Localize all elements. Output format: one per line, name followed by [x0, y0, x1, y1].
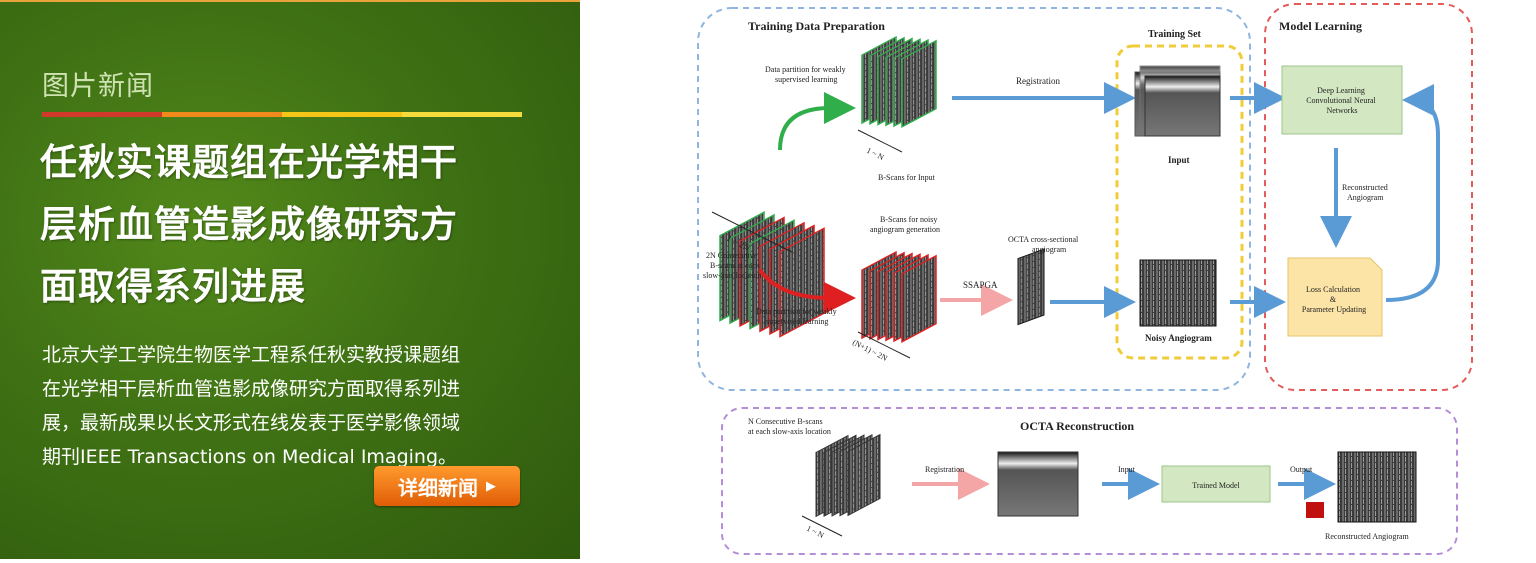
color-divider: [42, 112, 522, 117]
headline[interactable]: 任秋实课题组在光学相干 层析血管造影成像研究方 面取得系列进展: [40, 132, 540, 318]
headline-line[interactable]: 任秋实课题组在光学相干: [40, 141, 458, 184]
recon-bscan-stack: [815, 433, 881, 518]
summary-line: 北京大学工学院生物医学工程系任秋实教授课题组: [42, 344, 461, 366]
left-stack-desc: 2N Consecutive B-scans at each slow-axis…: [703, 251, 762, 280]
loss-box-line: Loss Calculation: [1306, 285, 1360, 294]
dl-box-line: Convolutional Neural: [1306, 96, 1376, 105]
reconstructed-angiogram-image: [1337, 451, 1417, 523]
training-set-region: [1115, 44, 1244, 360]
recon-title: OCTA Reconstruction: [1020, 419, 1134, 433]
left-stack-desc-line: 2N Consecutive: [706, 251, 758, 260]
partition-bottom: Data partition for weakly supervised lea…: [756, 307, 839, 326]
recon-registered-image: [997, 451, 1079, 517]
recon-region: [721, 407, 1458, 555]
ssapga-label: SSAPGA: [963, 280, 998, 290]
summary-line: 展，最新成果以长文形式在线发表于医学影像领域: [42, 412, 461, 434]
reconstructed-line: Angiogram: [1347, 193, 1384, 202]
recon-stack-desc-line: at each slow-axis location: [748, 427, 831, 436]
chevron-right-icon: ▶: [486, 478, 496, 494]
dl-box-text: Deep Learning Convolutional Neural Netwo…: [1306, 86, 1378, 115]
figure-panel[interactable]: Training Data Preparation Training Set M…: [580, 0, 1536, 559]
recon-registration-label: Registration: [925, 465, 964, 474]
partition-bottom-line: Data partition for weakly: [756, 307, 837, 316]
more-news-label: 详细新闻: [398, 475, 478, 500]
recon-stack-desc-line: N Consecutive B-scans: [748, 417, 823, 426]
partition-top-line: supervised learning: [775, 75, 837, 84]
color-divider-light-yellow: [402, 112, 522, 117]
trained-model-label: Trained Model: [1192, 481, 1240, 490]
bscans-noisy-line: B-Scans for noisy: [880, 215, 937, 224]
training-set-title: Training Set: [1148, 29, 1202, 40]
partition-top-line: Data partition for weakly: [765, 65, 846, 74]
loss-box-text: Loss Calculation & Parameter Updating: [1302, 285, 1366, 314]
red-arrow: [758, 268, 856, 314]
partition-top: Data partition for weakly supervised lea…: [765, 65, 848, 84]
summary-line: 期刊IEEE Transactions on Medical Imaging。: [42, 446, 458, 468]
output-label: Output: [1290, 465, 1313, 474]
training-prep-region: [697, 7, 1251, 391]
dl-box-line: Deep Learning: [1317, 86, 1365, 95]
section-label: 图片新闻: [42, 71, 154, 102]
bscans-noisy-label: B-Scans for noisy angiogram generation: [870, 215, 940, 234]
octa-cross-line: OCTA cross-sectional: [1008, 235, 1079, 244]
loss-box-line: &: [1330, 295, 1337, 304]
stack-bottom-axis: (N+1) ~ 2N: [851, 338, 889, 363]
bscan-stack-noisy: [861, 250, 937, 343]
headline-line[interactable]: 层析血管造影成像研究方: [40, 203, 458, 246]
bscans-noisy-line: angiogram generation: [870, 225, 940, 234]
reconstructed-line: Reconstructed: [1342, 183, 1388, 192]
reconstructed-label: Reconstructed Angiogram: [1342, 183, 1390, 202]
headline-line[interactable]: 面取得系列进展: [40, 265, 306, 308]
recon-angiogram-label: Reconstructed Angiogram: [1325, 532, 1410, 541]
more-news-button[interactable]: 详细新闻 ▶: [374, 466, 520, 506]
octa-cross-line: angiogram: [1032, 245, 1067, 254]
loss-box: [1287, 257, 1383, 337]
dl-box: [1281, 65, 1403, 135]
bscan-stack-all: [719, 211, 825, 338]
summary-line: 在光学相干层析血管造影成像研究方面取得系列进: [42, 378, 461, 400]
red-marker: [1306, 502, 1324, 518]
dl-box-line: Networks: [1326, 106, 1357, 115]
color-divider-yellow: [282, 112, 402, 117]
color-divider-red: [42, 112, 162, 117]
loss-box-line: Parameter Updating: [1302, 305, 1366, 314]
bscans-input-label: B-Scans for Input: [878, 173, 936, 182]
partition-bottom-line: supervised learning: [766, 317, 828, 326]
recon-stack-desc: N Consecutive B-scans at each slow-axis …: [748, 417, 831, 436]
color-divider-orange: [162, 112, 282, 117]
research-figure: Training Data Preparation Training Set M…: [697, 3, 1473, 555]
left-stack-desc-line: B-scans at each: [710, 261, 760, 270]
noisy-angiogram-label: Noisy Angiogram: [1145, 333, 1212, 343]
input-label: Input: [1168, 155, 1190, 165]
left-stack-desc-line: slow-axis location: [703, 271, 761, 280]
trained-model-box: [1161, 465, 1271, 503]
octa-cross-label: OCTA cross-sectional angiogram: [1008, 235, 1080, 254]
model-learning-title: Model Learning: [1279, 19, 1362, 33]
training-prep-title: Training Data Preparation: [748, 19, 885, 33]
recon-input-label: Input: [1118, 465, 1136, 474]
registration-label: Registration: [1016, 76, 1060, 86]
stack-top-axis: 1 ~ N: [865, 146, 885, 162]
noisy-angiogram-image: [1139, 259, 1217, 327]
feedback-arrow: [1385, 84, 1440, 302]
bscan-stack-input: [861, 35, 937, 128]
summary: 北京大学工学院生物医学工程系任秋实教授课题组 在光学相干层析血管造影成像研究方面…: [42, 338, 542, 474]
octa-cross-image: [1017, 248, 1045, 326]
model-learning-region: [1264, 3, 1473, 391]
news-panel: 图片新闻 任秋实课题组在光学相干 层析血管造影成像研究方 面取得系列进展 北京大…: [0, 0, 580, 559]
green-arrow: [778, 92, 856, 151]
